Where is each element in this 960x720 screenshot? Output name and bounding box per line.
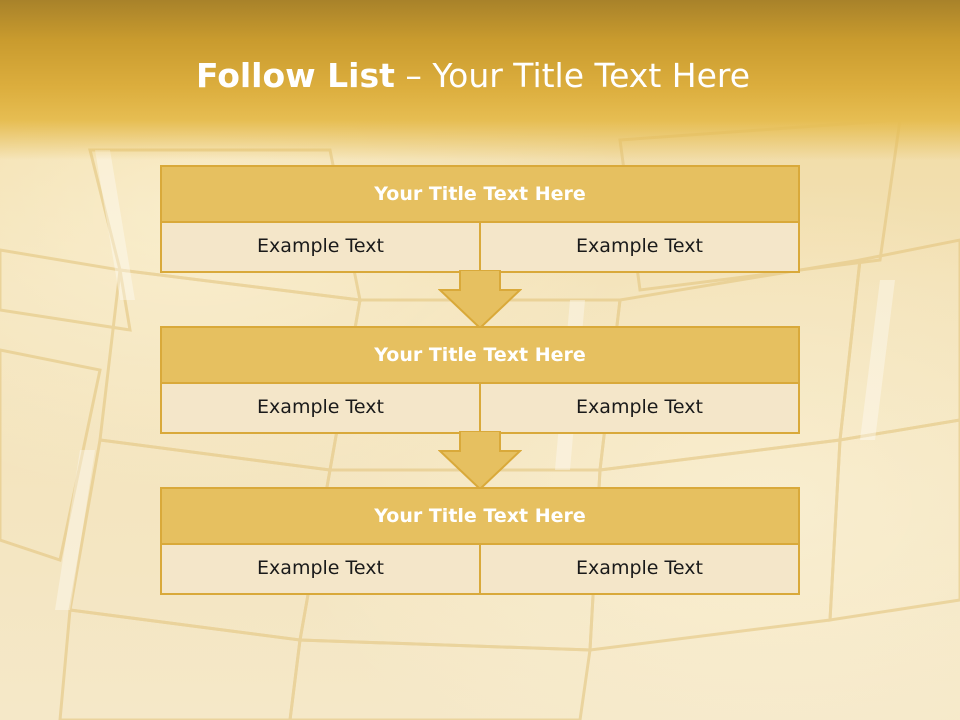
block-cell-right: Example Text (479, 384, 798, 432)
down-arrow-icon (438, 431, 522, 491)
block-row: Example Text Example Text (162, 223, 798, 271)
block-heading: Your Title Text Here (162, 167, 798, 223)
block-cell-left: Example Text (162, 384, 479, 432)
block-row: Example Text Example Text (162, 545, 798, 593)
slide-title: Follow List – Your Title Text Here (0, 52, 953, 100)
block-cell-left: Example Text (162, 545, 479, 593)
block-cell-right: Example Text (479, 223, 798, 271)
down-arrow-icon (438, 270, 522, 330)
list-block-2: Your Title Text Here Example Text Exampl… (160, 326, 800, 434)
block-cell-left: Example Text (162, 223, 479, 271)
header-band (0, 0, 960, 160)
slide-title-bold: Follow List (195, 56, 395, 95)
list-block-1: Your Title Text Here Example Text Exampl… (160, 165, 800, 273)
block-heading: Your Title Text Here (162, 489, 798, 545)
list-block-3: Your Title Text Here Example Text Exampl… (160, 487, 800, 595)
block-row: Example Text Example Text (162, 384, 798, 432)
block-heading: Your Title Text Here (162, 328, 798, 384)
slide-title-rest: – Your Title Text Here (394, 56, 751, 95)
block-cell-right: Example Text (479, 545, 798, 593)
